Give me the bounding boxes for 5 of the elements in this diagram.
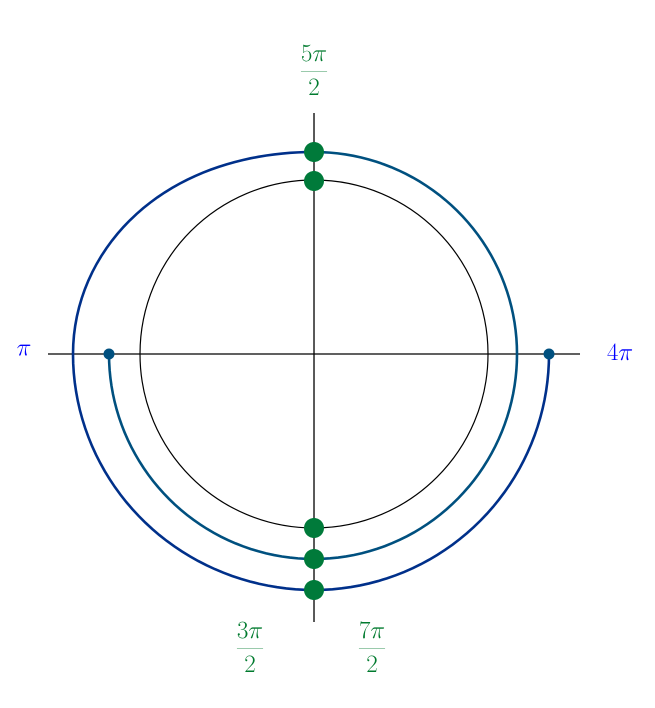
angle-label: $\frac{7\pi}{2}$ bbox=[358, 621, 386, 672]
angle-label: $\pi$ bbox=[17, 344, 30, 356]
angle-label: $\frac{3\pi}{2}$ bbox=[236, 622, 264, 672]
angle-label: $\frac{5\pi}{2}$ bbox=[300, 44, 328, 95]
angle-label: $4\pi$ bbox=[607, 343, 632, 360]
